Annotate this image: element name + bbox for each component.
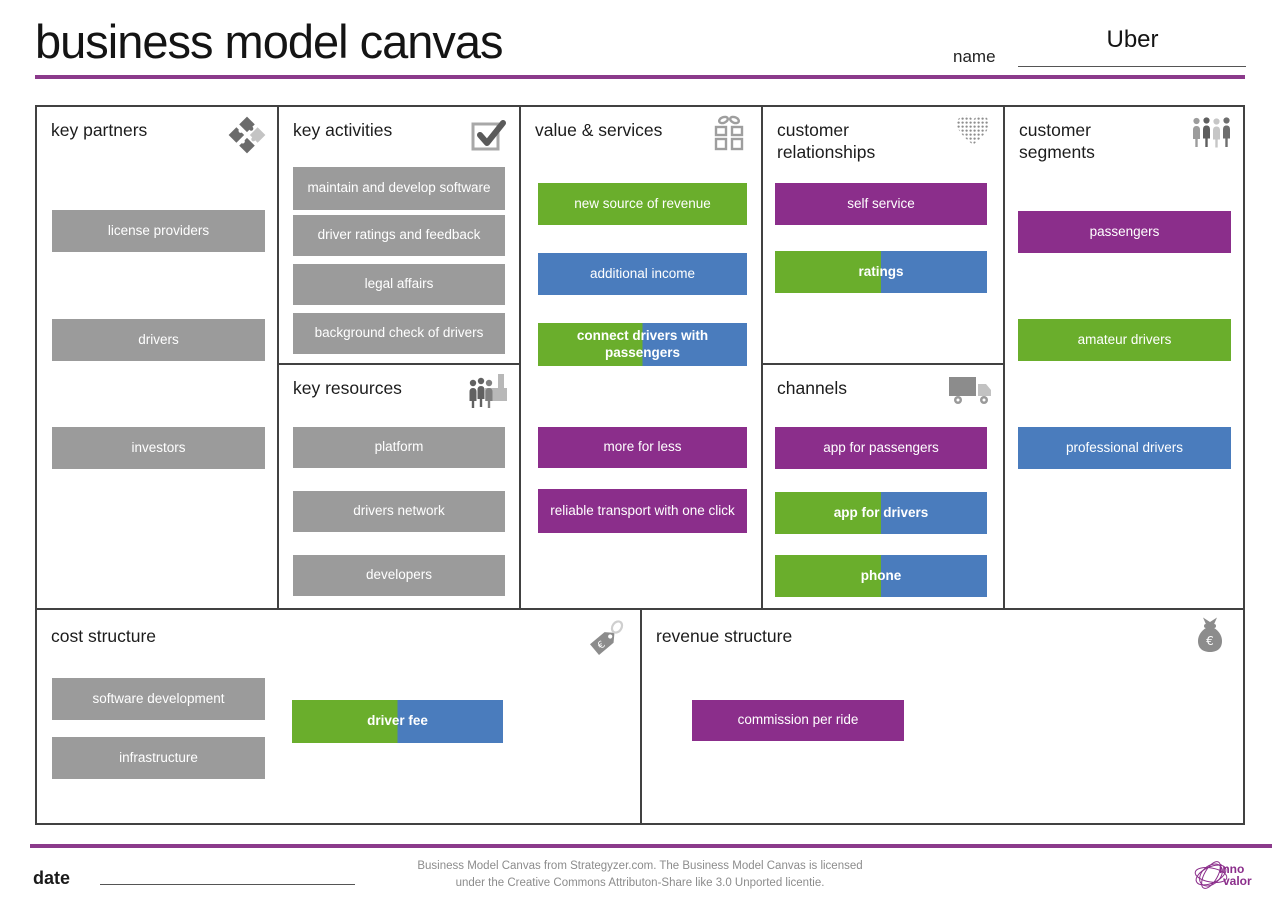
section-key-partners: key partners license providers drivers i…	[37, 107, 277, 608]
footer-rule	[30, 844, 1272, 848]
note-ratings: ratings	[775, 251, 987, 293]
puzzle-icon	[227, 115, 267, 160]
gift-icon	[709, 113, 749, 160]
note-app-for-drivers: app for drivers	[775, 492, 987, 534]
divider	[761, 107, 763, 608]
note-driver-fee: driver fee	[292, 700, 503, 743]
attribution-line-2: under the Creative Commons Attributon-Sh…	[455, 876, 825, 889]
divider	[1003, 107, 1005, 608]
divider	[277, 363, 521, 365]
name-label: name	[953, 47, 996, 66]
note-software-development: software development	[52, 678, 265, 720]
section-key-activities: key activities maintain and develop soft…	[279, 107, 519, 363]
divider	[37, 608, 1243, 610]
checkbox-icon	[469, 115, 507, 158]
note-connect-drivers-passengers: connect drivers with passengers	[538, 323, 747, 366]
note-phone: phone	[775, 555, 987, 597]
note-investors: investors	[52, 427, 265, 469]
note-amateur-drivers: amateur drivers	[1018, 319, 1231, 361]
section-title: value & services	[535, 120, 663, 140]
section-title: key activities	[293, 120, 393, 140]
name-underline	[1018, 66, 1246, 67]
money-bag-icon: €	[1191, 614, 1229, 663]
section-title: customer relationships	[777, 120, 876, 162]
section-title: key partners	[51, 120, 148, 140]
section-channels: channels app for passengers app for driv…	[763, 365, 1003, 608]
note-infrastructure: infrastructure	[52, 737, 265, 779]
section-title: revenue structure	[656, 626, 793, 646]
divider	[761, 363, 1005, 365]
svg-text:€: €	[1206, 634, 1214, 648]
page-title: business model canvas	[35, 15, 504, 68]
section-value-services: value & services new source of revenue a…	[521, 107, 761, 608]
note-legal-affairs: legal affairs	[293, 264, 505, 305]
people-factory-icon	[465, 371, 509, 416]
section-cost-structure: cost structure € software development in…	[37, 610, 640, 823]
note-professional-drivers: professional drivers	[1018, 427, 1231, 469]
people-group-icon	[1191, 117, 1233, 156]
section-title: key resources	[293, 378, 402, 398]
date-label: date	[33, 868, 71, 888]
header-rule	[35, 75, 1245, 79]
note-platform: platform	[293, 427, 505, 468]
note-passengers: passengers	[1018, 211, 1231, 253]
note-license-providers: license providers	[52, 210, 265, 252]
section-title: channels	[777, 378, 848, 398]
business-model-canvas: key partners license providers drivers i…	[35, 105, 1245, 825]
note-maintain-software: maintain and develop software	[293, 167, 505, 210]
note-developers: developers	[293, 555, 505, 596]
section-customer-segments: customer segments passengers amateur dri…	[1005, 107, 1243, 608]
section-revenue-structure: revenue structure € commission per ride	[642, 610, 1243, 823]
heart-people-icon	[953, 113, 993, 154]
note-app-for-passengers: app for passengers	[775, 427, 987, 469]
divider	[519, 107, 521, 608]
section-title: cost structure	[51, 626, 157, 646]
note-driver-ratings: driver ratings and feedback	[293, 215, 505, 256]
section-customer-relationships: customer relationships self service rati…	[763, 107, 1003, 363]
note-self-service: self service	[775, 183, 987, 225]
section-title: customer segments	[1019, 120, 1095, 162]
date-underline	[100, 864, 355, 885]
section-key-resources: key resources platform drivers network d…	[279, 365, 519, 608]
logo-text-line2: valor	[1223, 874, 1252, 888]
attribution-line-1: Business Model Canvas from Strategyzer.c…	[417, 860, 863, 872]
svg-text:€: €	[596, 639, 608, 652]
divider	[640, 610, 642, 823]
name-value: Uber	[1106, 26, 1159, 53]
innovalor-logo: inno valor	[1192, 848, 1264, 907]
note-drivers-network: drivers network	[293, 491, 505, 532]
note-commission-per-ride: commission per ride	[692, 700, 904, 741]
note-new-source-revenue: new source of revenue	[538, 183, 747, 225]
note-background-check: background check of drivers	[293, 313, 505, 354]
note-additional-income: additional income	[538, 253, 747, 295]
note-reliable-transport: reliable transport with one click	[538, 489, 747, 533]
divider	[277, 107, 279, 608]
logo-text-line1: inno	[1219, 862, 1244, 876]
note-drivers: drivers	[52, 319, 265, 361]
price-tag-icon: €	[584, 616, 628, 667]
truck-icon	[947, 375, 993, 412]
note-more-for-less: more for less	[538, 427, 747, 468]
attribution-text: Business Model Canvas from Strategyzer.c…	[340, 858, 940, 891]
